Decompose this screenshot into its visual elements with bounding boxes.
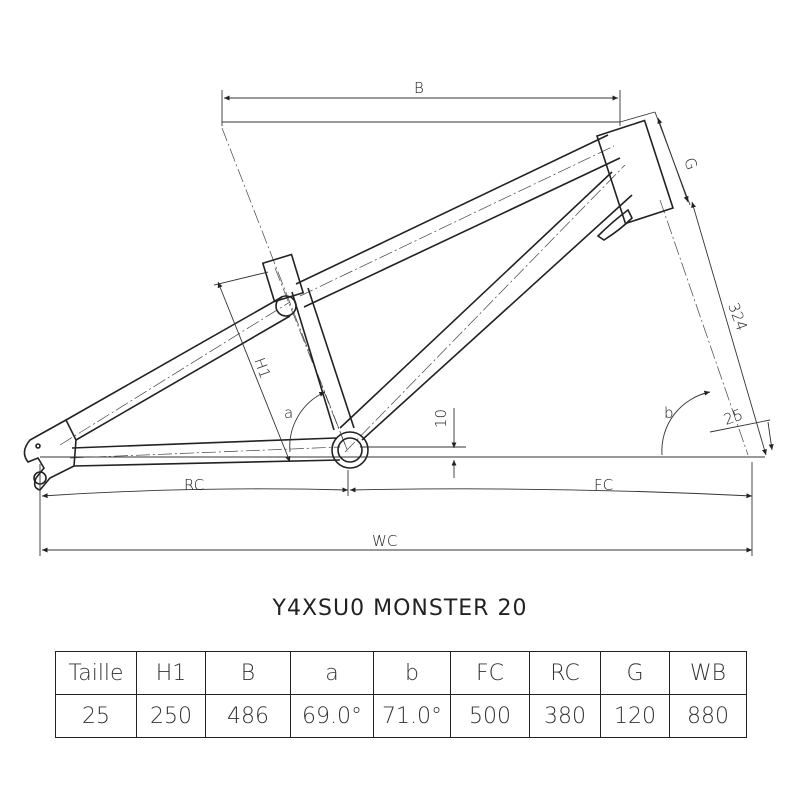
table-value-cell: 120 [600,694,670,738]
dim-top-offset [709,419,771,433]
bike-frame-diagram: B G 324 H1 a b 10 25 RC FC WC [23,79,774,556]
dim-H1 [217,281,291,463]
construction-line [221,127,349,453]
table-value-cell: 71.0° [373,694,451,738]
table-header-cell: H1 [136,651,206,695]
dim-seat-tube-324 [691,201,767,456]
table-value-cell: 380 [529,694,601,738]
label-10: 10 [432,409,450,428]
dim-FC [349,487,753,499]
label-324: 324 [724,300,751,333]
construction-line [344,164,626,453]
chain-stay [71,437,341,467]
table-header-cell: FC [450,651,530,695]
table-value-cell: 880 [669,694,747,738]
construction-line [69,446,341,459]
head-tube [596,119,674,225]
label-b: b [664,404,674,422]
top-tube [295,134,621,308]
diagram-title: Y4XSU0 MONSTER 20 [272,596,528,621]
label-25: 25 [721,405,745,428]
angle-a-arc [289,391,326,453]
spec-table: Taille H1 B a b FC RC G WB 25 250 486 69… [55,651,747,738]
label-G: G [680,155,701,172]
label-a: a [284,404,293,422]
table-header-cell: Taille [55,651,137,695]
table-value-cell: 486 [205,694,291,738]
head-tube-dim-line [619,111,656,123]
table-value-cell: 500 [450,694,530,738]
table-value-cell: 69.0° [290,694,374,738]
rear-dropout [23,418,77,491]
dim-G [657,117,689,203]
label-RC: RC [184,476,204,494]
table-value-cell: 25 [55,694,137,738]
table-header-cell: RC [529,651,601,695]
table-header-cell: b [373,651,451,695]
label-B: B [414,79,424,97]
table-header-cell: a [290,651,374,695]
dim-top-offset [767,421,774,451]
label-FC: FC [594,476,613,494]
angle-b-arc [661,390,711,456]
dim-RC [41,487,349,499]
bottom-bracket [331,431,369,469]
dim-ext [213,271,269,286]
label-H1: H1 [250,355,274,381]
table-header-cell: WB [669,651,747,695]
table-value-row: 25 250 486 69.0° 71.0° 500 380 120 880 [55,694,747,738]
gusset [596,208,633,241]
seat-tube-top [261,253,305,303]
label-WC: WC [372,532,397,550]
dropout-hole-icon [35,443,41,449]
seat-tube [291,287,355,431]
table-value-cell: 250 [136,694,206,738]
down-tube [339,171,633,441]
table-header-cell: G [600,651,670,695]
table-header-row: Taille H1 B a b FC RC G WB [55,651,747,695]
table-header-cell: B [205,651,291,695]
